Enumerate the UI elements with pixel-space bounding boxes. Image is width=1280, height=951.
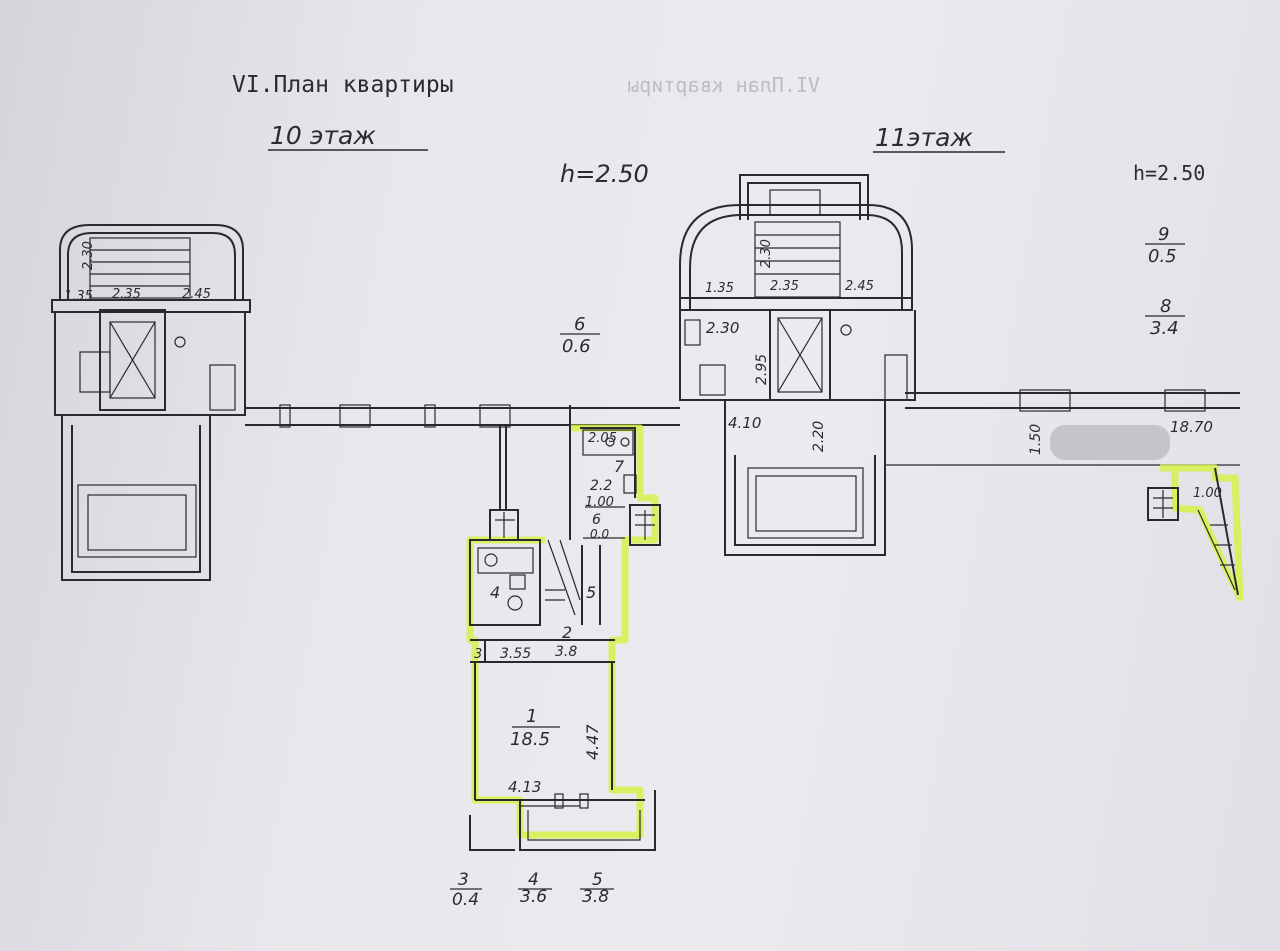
- height-label-11: h=2.50: [1133, 161, 1205, 185]
- dim-right-230-vert: 2.30: [759, 239, 774, 268]
- room-6-area: 0.6: [562, 336, 591, 357]
- dim-150: 1.50: [1028, 424, 1044, 455]
- room-4-num: 4: [490, 583, 500, 602]
- room-6-num: 6: [574, 314, 585, 335]
- room-5-num: 5: [586, 583, 596, 602]
- area-legend: 3 0.4 4 3.6 5 3.8: [450, 870, 614, 910]
- legend-3-area: 0.4: [452, 890, 479, 910]
- dim-left-245: 2.45: [182, 287, 211, 302]
- right-stair-block: [679, 174, 916, 556]
- room-3-num: 3: [474, 647, 482, 662]
- dim-left-235: 2.35: [112, 287, 141, 302]
- dim-413: 4.13: [508, 778, 541, 796]
- dim-100-mid: 1.00: [585, 495, 614, 510]
- room-9-area: 0.5: [1148, 246, 1177, 267]
- page-title: VI.План квартиры: [232, 72, 454, 98]
- dim-left-230: 2.30: [81, 241, 96, 270]
- room-2-area: 3.8: [555, 644, 577, 660]
- room-7-area: 2.2: [590, 478, 612, 494]
- left-stair-block: [51, 224, 251, 581]
- right-small-rooms: [1147, 464, 1244, 602]
- dim-295: 2.95: [754, 354, 770, 385]
- legend-3-num: 3: [458, 870, 469, 890]
- mirrored-text: VI.План квартиры: [627, 73, 820, 97]
- legend-5-num: 5: [592, 870, 603, 890]
- dim-355: 3.55: [500, 646, 531, 662]
- room-7-num: 7: [614, 457, 625, 476]
- dim-right-235: 2.35: [770, 279, 799, 294]
- blurred-patch: [1050, 425, 1170, 460]
- dim-100-right: 1.00: [1193, 486, 1222, 501]
- room-1-area: 18.5: [510, 729, 550, 750]
- dim-410: 4.10: [728, 414, 761, 432]
- room-8-area: 3.4: [1150, 318, 1179, 339]
- room-8-num: 8: [1160, 296, 1171, 317]
- legend-4-num: 4: [528, 870, 539, 890]
- room-6b-num: 6: [592, 512, 601, 528]
- dim-205: 2.05: [588, 431, 617, 446]
- height-label-10: h=2.50: [560, 160, 649, 188]
- legend-4-area: 3.6: [520, 887, 547, 907]
- floor-label-10: 10 этаж: [270, 121, 376, 150]
- dim-220: 2.20: [811, 421, 827, 452]
- dim-right-245: 2.45: [845, 279, 874, 294]
- dim-447: 4.47: [583, 724, 602, 760]
- dim-left-135: 1.35: [64, 289, 93, 304]
- room-9-num: 9: [1158, 224, 1169, 245]
- floor-label-11: 11этаж: [875, 123, 973, 152]
- room-1-num: 1: [526, 706, 537, 727]
- dim-1870: 18.70: [1170, 418, 1213, 436]
- room-2-num: 2: [562, 623, 572, 642]
- room-6b-area: 0.0: [590, 527, 609, 541]
- dim-right-135: 1.35: [705, 281, 734, 296]
- legend-5-area: 3.8: [582, 887, 609, 907]
- apartment-outline: [466, 405, 661, 851]
- dim-230: 2.30: [706, 319, 739, 337]
